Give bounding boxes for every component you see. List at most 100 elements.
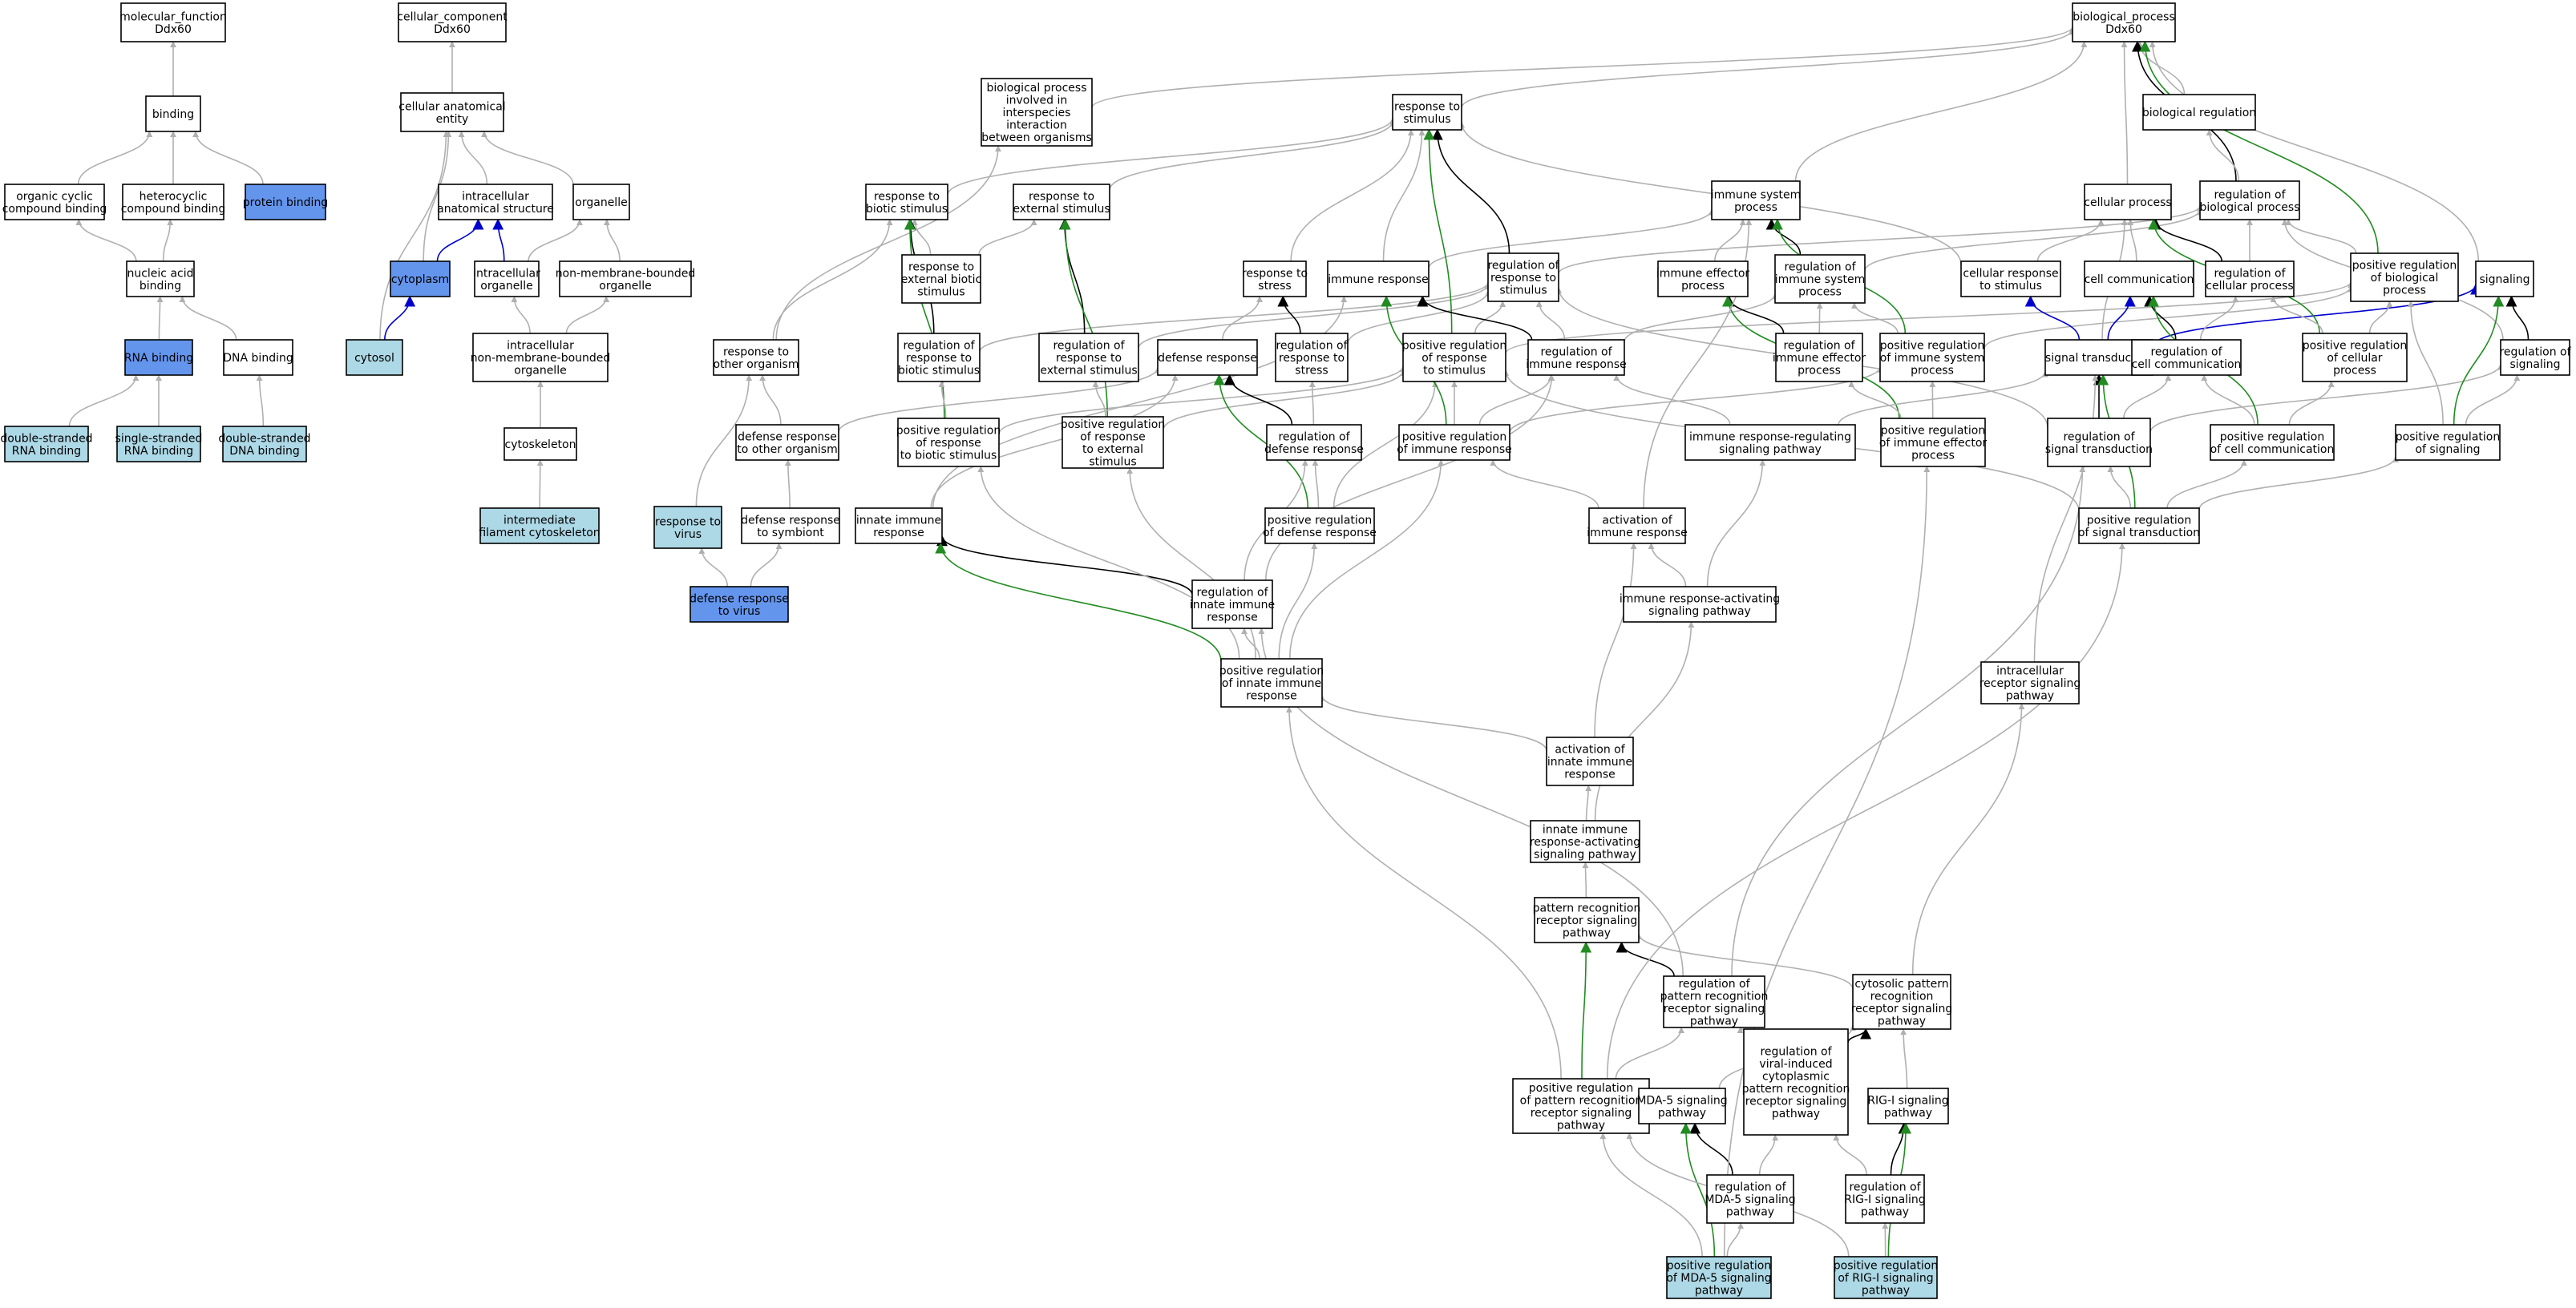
term-box [1588, 507, 1686, 544]
edge-regulates-rors-to-rts [1431, 128, 1510, 254]
term-label-line: anatomical structure [437, 203, 554, 216]
term-label-line: innate immune [1190, 599, 1275, 612]
edge-is_a-aoir-to-prir [1490, 459, 1599, 509]
edge-is_a-romda5-to-rovicp [1758, 1134, 1779, 1176]
edge-line [1714, 219, 1746, 262]
term-label-line: response to [1279, 352, 1345, 365]
term-label-line: response [1564, 769, 1616, 781]
term-box [897, 418, 1000, 467]
edge-line [2199, 296, 2239, 341]
term-label-line: response to [1029, 190, 1094, 203]
term-label-line: response to [908, 261, 974, 274]
term-label-line: innate immune [1543, 824, 1628, 837]
edge-is_a-nab-to-hcb [162, 219, 174, 262]
term-box [438, 184, 553, 220]
term-label: signal transduction [2045, 352, 2153, 365]
term-label-line: response to [655, 515, 721, 528]
edge-is_a-dnab-to-nab [179, 296, 237, 341]
edge-is_a-rtbs-to-rts [947, 117, 1396, 196]
term-box [1638, 1088, 1726, 1124]
term-label-line: cellular process [2084, 196, 2171, 209]
term-label-line: compound binding [2, 203, 107, 216]
edge-line [932, 296, 1348, 509]
edge-line [1241, 628, 1260, 660]
edge-is_a-rigi-to-cprrsp [1900, 1028, 1908, 1089]
edge-line [1758, 1134, 1779, 1176]
term-box [2205, 260, 2295, 297]
term-label-line: compound binding [121, 203, 226, 216]
term-label-line: signaling pathway [1534, 849, 1636, 862]
edge-is_a-prorbs-to-rorbs [938, 381, 947, 419]
edge-line [1265, 374, 1555, 581]
edge-is_a-aoiir-to-aoir [1594, 543, 1637, 738]
term-label-line: stimulus [1089, 455, 1136, 468]
term-label-line: RNA binding [124, 352, 193, 365]
term-label-line: positive regulation [2396, 430, 2500, 443]
term-label-line: positive regulation [1061, 418, 1165, 431]
term-label-line: response [1246, 690, 1297, 703]
term-label-line: binding [140, 280, 181, 293]
edge-line [1582, 862, 1589, 898]
term-box [1960, 260, 2061, 297]
term-box [479, 507, 600, 544]
term-label-line: RNA binding [124, 445, 193, 458]
edge-line [2505, 295, 2529, 341]
edge-line [1428, 208, 1715, 269]
edge-line [2465, 374, 2521, 426]
edge-is_a-roprrsp-to-rost [1731, 466, 2086, 977]
term-label-line: regulation of [1540, 345, 1612, 358]
term-label: cytosol [354, 352, 394, 365]
edge-line [2270, 296, 2323, 334]
term-box [1879, 333, 1985, 382]
term-label-line: response to [874, 190, 940, 203]
term-box [1663, 975, 1765, 1028]
term-label-line: pathway [1884, 1107, 1932, 1120]
edge-is_a-prsig-to-rosig [2465, 374, 2521, 426]
edge-line [1706, 459, 1766, 587]
edge-is_a-proprrsp-to-prst [1606, 543, 2125, 1080]
edge-is_a-inmbo-to-nmbo [565, 296, 610, 334]
term-box [1327, 260, 1430, 297]
term-box [223, 339, 293, 376]
term-label-line: response [1207, 612, 1258, 624]
term-box [1487, 252, 1559, 302]
edge-is_a-prores-to-rores [1092, 381, 1106, 418]
edge-line [2036, 219, 2105, 262]
edge-is_a-iirasp-to-aoiir [1585, 785, 1592, 822]
edge-is_a-rtv-to-rto [695, 374, 753, 507]
term-label-line: virus [674, 528, 702, 541]
edge-line [1461, 28, 2076, 108]
term-label-line: of response [1421, 352, 1487, 365]
edge-line [1585, 785, 1592, 822]
term-label-line: other organism [714, 358, 799, 371]
edge-is_a-drtoo-to-rto [759, 374, 782, 426]
edge-line [480, 131, 574, 185]
term-box [222, 426, 307, 462]
term-label-line: pathway [1861, 1206, 1909, 1219]
term-label-line: stress [1258, 280, 1291, 293]
edge-line [1285, 706, 1562, 1080]
edge-is_a-prdr-to-rodr [1312, 459, 1320, 509]
term-label-line: regulation of [1760, 1045, 1832, 1058]
